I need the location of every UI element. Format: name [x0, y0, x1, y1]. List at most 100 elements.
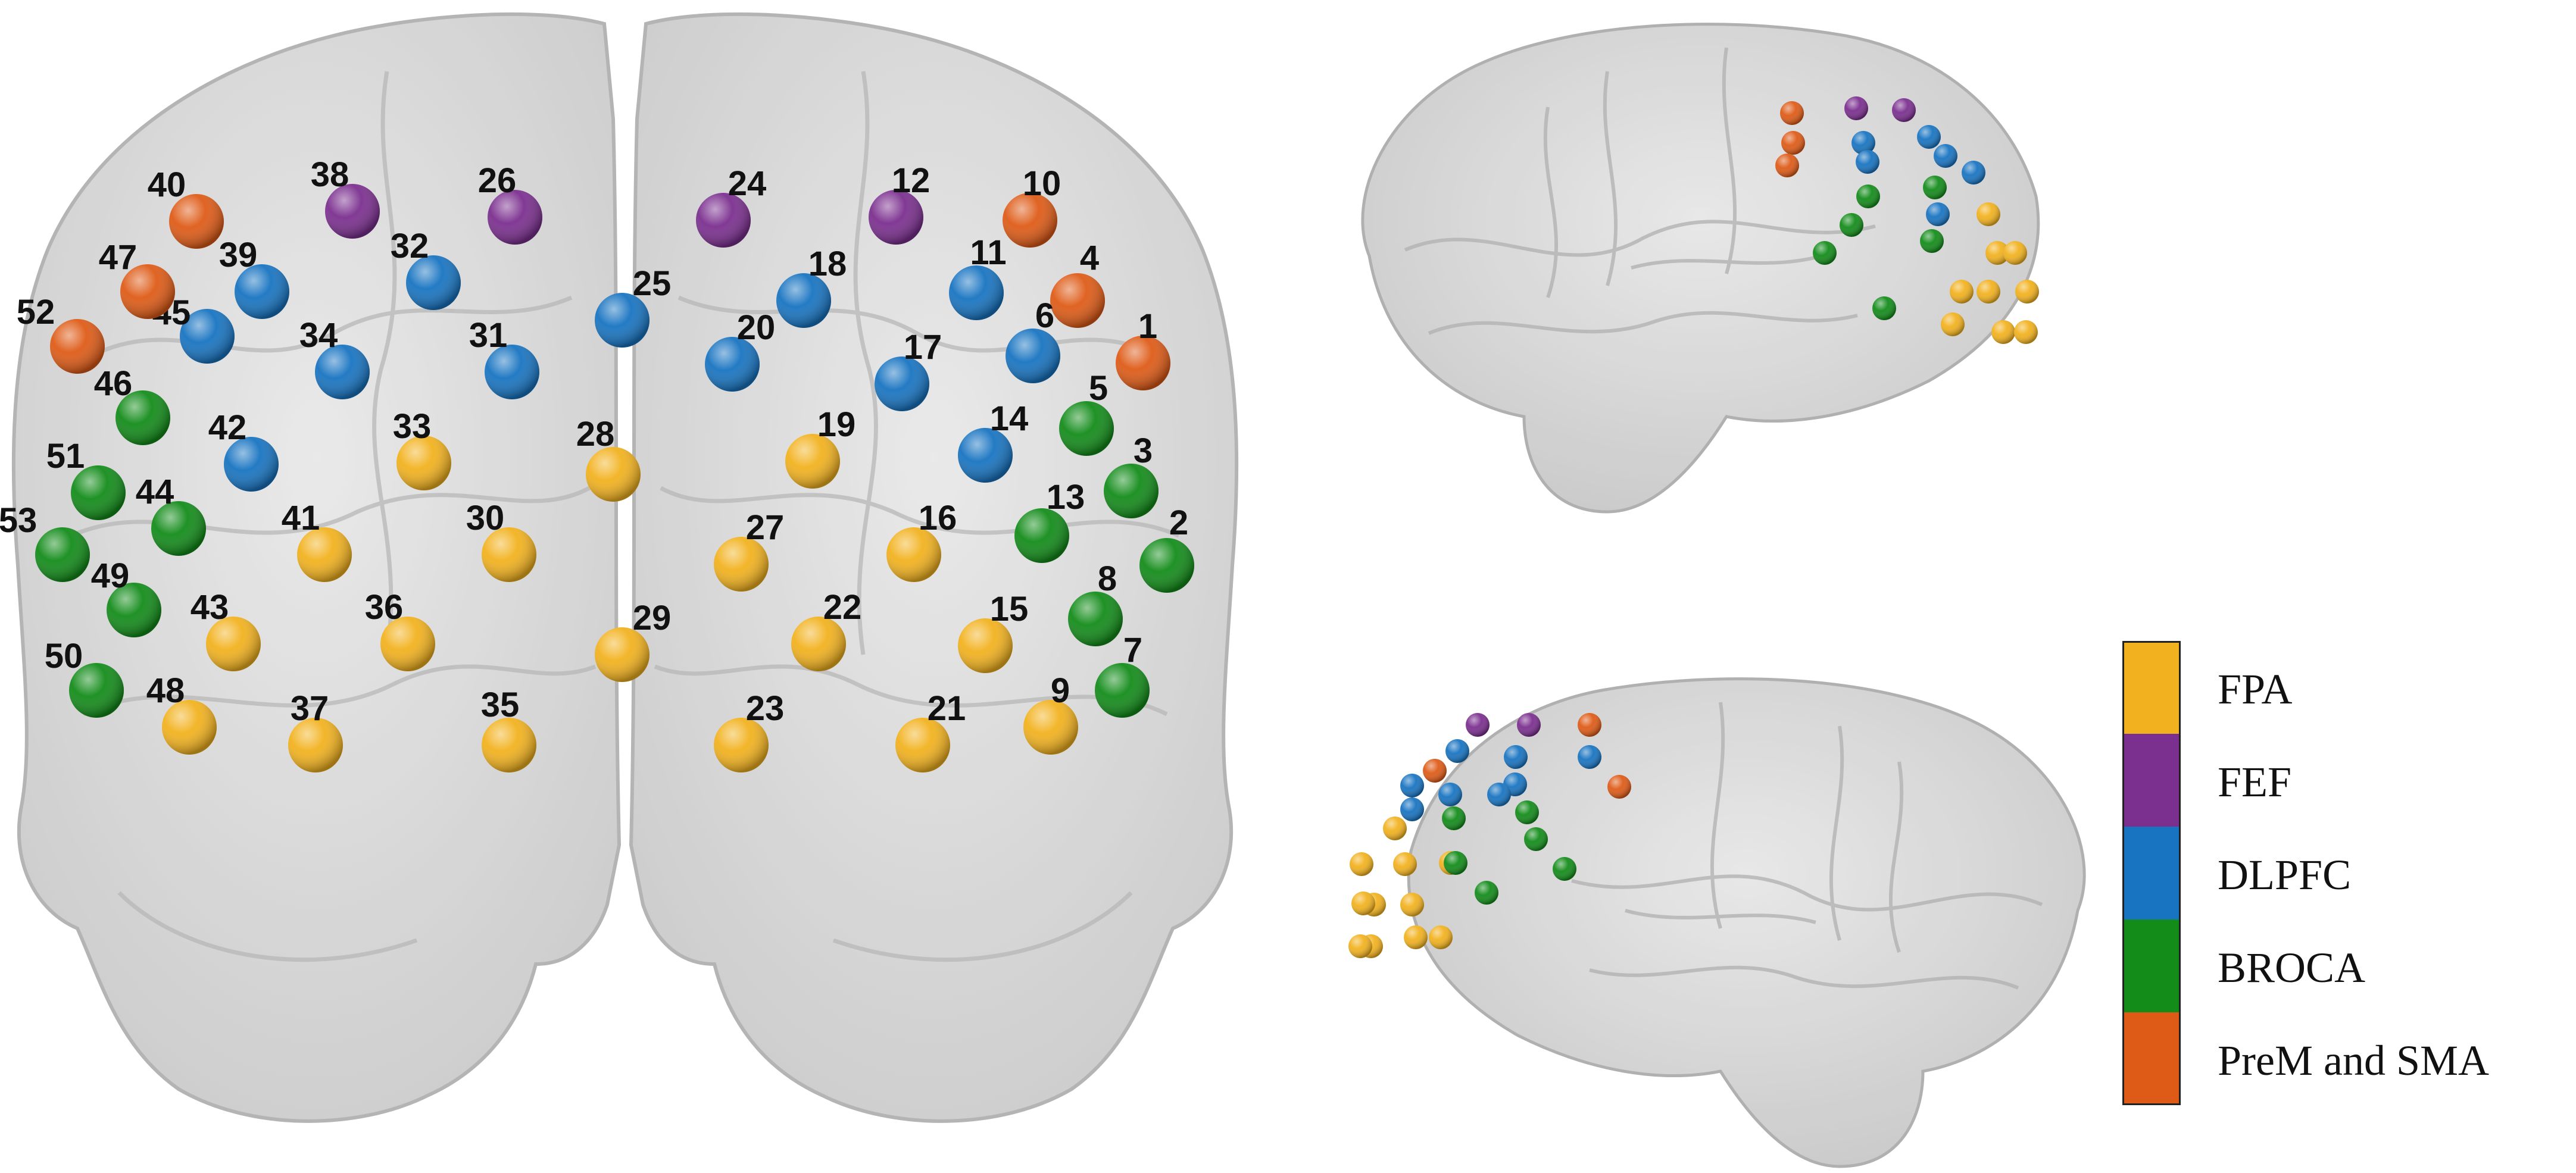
channel-number-label: 53 — [0, 501, 37, 540]
right-view-marker-shading — [1917, 125, 1941, 149]
right-view-marker-shading — [1844, 96, 1868, 120]
right-view-marker-shading — [1950, 280, 1974, 304]
channel-marker-14-shading — [958, 428, 1013, 483]
channel-number-label: 39 — [219, 236, 258, 274]
channel-number-label: 1 — [1138, 307, 1157, 346]
right-view-marker-shading — [1872, 296, 1896, 320]
channel-number-label: 23 — [746, 689, 785, 728]
channel-number-label: 34 — [299, 316, 338, 355]
channel-marker-15-shading — [958, 618, 1013, 673]
channel-number-label: 24 — [728, 164, 767, 203]
channel-marker-18-shading — [776, 273, 831, 328]
channel-marker-11-shading — [949, 265, 1004, 320]
channel-marker-46-shading — [115, 390, 170, 445]
channel-marker-22-shading — [791, 617, 846, 671]
left-view-marker-shading — [1578, 713, 1601, 737]
legend-label: DLPFC — [2218, 851, 2352, 899]
channel-marker-1-shading — [1116, 336, 1170, 390]
right-view-marker-shading — [1851, 131, 1875, 155]
channel-marker-41-shading — [297, 527, 352, 582]
left-view-marker-shading — [1429, 925, 1453, 949]
left-lateral-brain-view — [1407, 677, 2086, 1168]
channel-number-label: 36 — [365, 588, 404, 627]
channel-marker-7-shading — [1095, 663, 1150, 718]
channel-number-label: 14 — [990, 399, 1029, 438]
channel-marker-3-shading — [1104, 464, 1159, 518]
channel-number-label: 51 — [46, 437, 85, 476]
left-lateral-outline — [1407, 677, 2086, 1168]
channel-number-label: 37 — [291, 689, 329, 728]
channel-number-label: 6 — [1035, 296, 1054, 335]
right-view-marker-shading — [1926, 202, 1950, 226]
channel-marker-44-shading — [151, 501, 206, 556]
channel-number-label: 21 — [928, 689, 966, 728]
right-lateral-outline — [1361, 23, 2040, 514]
channel-number-label: 5 — [1089, 369, 1108, 408]
channel-marker-10-shading — [1003, 193, 1057, 248]
channel-marker-16-shading — [886, 527, 941, 582]
left-view-marker-shading — [1487, 783, 1511, 806]
legend-swatch — [2122, 641, 2181, 734]
channel-marker-37-shading — [288, 718, 343, 772]
left-view-marker-shading — [1404, 925, 1428, 949]
channel-number-label: 28 — [576, 415, 615, 453]
channel-number-label: 15 — [990, 590, 1029, 628]
channel-marker-36-shading — [380, 617, 435, 671]
legend-label: FEF — [2218, 758, 2292, 806]
channel-marker-38-shading — [325, 184, 380, 239]
channel-number-label: 49 — [91, 556, 130, 595]
channel-marker-31-shading — [485, 345, 539, 399]
channel-number-label: 26 — [478, 161, 517, 200]
left-view-marker-shading — [1578, 745, 1601, 769]
left-view-marker-shading — [1445, 739, 1469, 763]
channel-marker-12-shading — [869, 190, 923, 245]
channel-number-label: 13 — [1047, 478, 1085, 517]
channel-number-label: 22 — [823, 588, 862, 627]
channel-marker-34-shading — [315, 345, 370, 399]
channel-number-label: 9 — [1051, 671, 1070, 710]
left-view-marker-shading — [1607, 775, 1631, 799]
legend-item-dlpfc: DLPFC — [2122, 827, 2575, 919]
channel-number-label: 29 — [633, 599, 672, 637]
left-view-marker-shading — [1351, 892, 1375, 915]
channel-number-label: 50 — [45, 637, 83, 675]
channel-marker-27-shading — [714, 537, 769, 592]
right-view-marker-shading — [1934, 144, 1957, 168]
legend-label: PreM and SMA — [2218, 1037, 2490, 1084]
channel-marker-40-shading — [169, 194, 224, 249]
channel-number-label: 20 — [737, 308, 776, 347]
channel-number-label: 7 — [1123, 631, 1142, 670]
channel-number-label: 48 — [146, 671, 185, 710]
channel-marker-23-shading — [714, 718, 769, 772]
left-view-marker-shading — [1400, 893, 1424, 916]
left-view-marker-shading — [1350, 852, 1373, 876]
channel-number-label: 25 — [633, 264, 672, 303]
left-view-marker-shading — [1504, 745, 1528, 769]
left-view-marker-shading — [1517, 713, 1541, 737]
channel-number-label: 43 — [191, 588, 229, 627]
channel-marker-8-shading — [1068, 592, 1123, 646]
channel-marker-51-shading — [71, 465, 126, 520]
channel-marker-43-shading — [206, 617, 261, 671]
channel-marker-2-shading — [1139, 538, 1194, 593]
legend-swatch — [2122, 1012, 2181, 1105]
channel-number-label: 44 — [136, 473, 174, 511]
left-view-marker-shading — [1524, 827, 1548, 851]
legend-swatch — [2122, 734, 2181, 827]
right-view-marker-shading — [1856, 150, 1879, 174]
channel-marker-9-shading — [1023, 700, 1078, 755]
channel-number-label: 11 — [970, 233, 1006, 272]
right-view-marker-shading — [1962, 161, 1985, 184]
channel-marker-30-shading — [482, 527, 536, 582]
channel-number-label: 10 — [1023, 164, 1061, 203]
channel-marker-47-shading — [120, 264, 175, 319]
channel-marker-48-shading — [162, 700, 217, 755]
channel-marker-52-shading — [50, 319, 105, 374]
legend-label: FPA — [2218, 665, 2293, 713]
channel-marker-21-shading — [895, 718, 950, 772]
channel-number-label: 52 — [17, 293, 55, 331]
channel-number-label: 12 — [892, 161, 931, 200]
right-view-marker-shading — [1892, 98, 1916, 122]
right-view-marker-shading — [1985, 241, 2009, 265]
left-view-marker-shading — [1348, 934, 1372, 958]
